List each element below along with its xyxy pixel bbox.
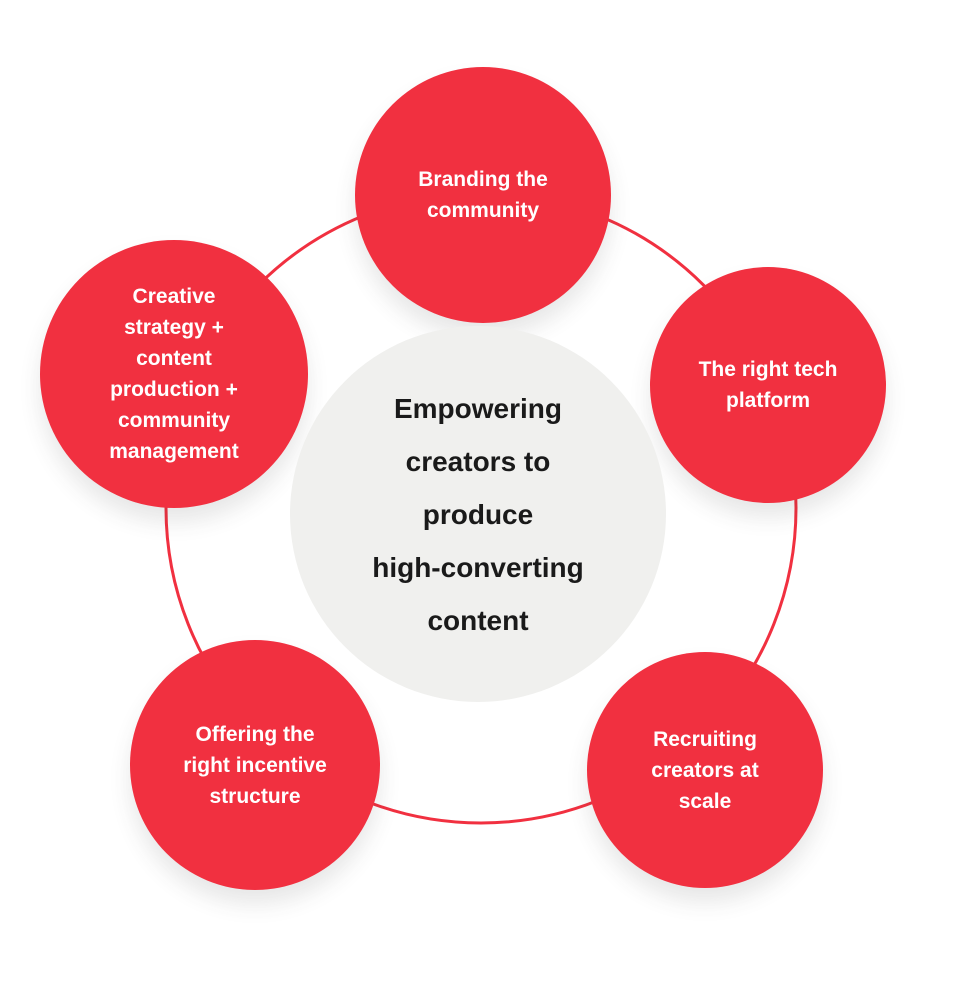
node-right-tech-platform: The right tech platform (650, 267, 886, 503)
center-statement-circle: Empowering creators to produce high-conv… (290, 326, 666, 702)
node-offering-right-incentive-structure: Offering the right incentive structure (130, 640, 380, 890)
center-statement-label: Empowering creators to produce high-conv… (372, 392, 584, 636)
node-recruiting-creators-at-scale: Recruiting creators at scale (587, 652, 823, 888)
node-label: Offering the right incentive structure (183, 722, 327, 808)
node-label: Creative strategy + content production +… (109, 285, 239, 463)
node-label: Recruiting creators at scale (651, 727, 759, 813)
node-label: The right tech platform (698, 358, 838, 412)
node-branding-the-community: Branding the community (355, 67, 611, 323)
node-label: Branding the community (418, 168, 548, 222)
node-creative-strategy-production-management: Creative strategy + content production +… (40, 240, 308, 508)
